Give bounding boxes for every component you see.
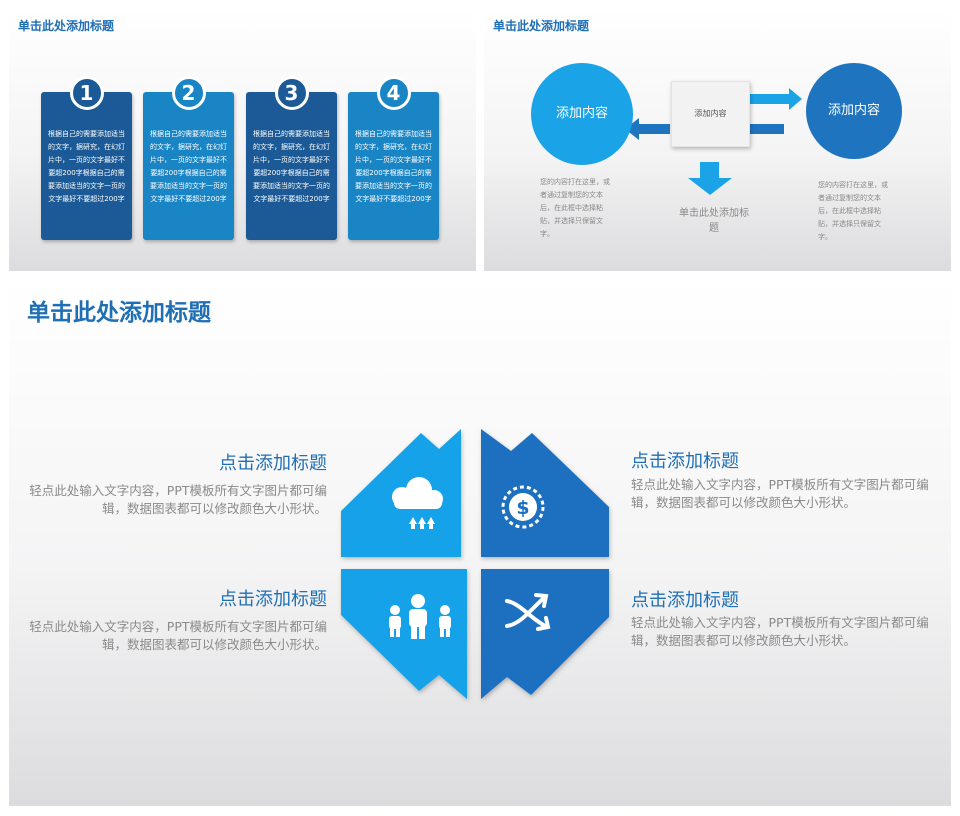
- card-1-number: 1: [69, 76, 104, 110]
- crossing-arrows-icon: [505, 593, 551, 631]
- left-circle[interactable]: 添加内容: [531, 63, 633, 165]
- card-2-text: 根据自己的需要添加适当的文字，据研究，在幻灯片中，一页的文字最好不要超200字根…: [150, 130, 227, 203]
- section-2-body[interactable]: 轻点此处输入文字内容，PPT模板所有文字图片都可编辑，数据图表都可以修改颜色大小…: [631, 477, 929, 510]
- section-1-title[interactable]: 点击添加标题: [219, 453, 327, 474]
- arrow-right: [746, 88, 802, 110]
- exchange-arrows: [625, 88, 802, 195]
- right-circle[interactable]: 添加内容: [806, 63, 902, 159]
- section-3-title[interactable]: 点击添加标题: [219, 589, 327, 610]
- right-note[interactable]: 您的内容打在这里，或者通过复制您的文本后，在此框中选择粘贴，并选择只保留文字。: [818, 181, 888, 241]
- arrow-left: [625, 118, 670, 140]
- card-4[interactable]: 4 根据自己的需要添加适当的文字，据研究，在幻灯片中，一页的文字最好不要超200…: [348, 76, 439, 240]
- slide-four-quadrants: 单击此处添加标题 点击添加标题 轻点此处输入文字内容，PPT模板所有文字图片都可…: [9, 279, 951, 806]
- dollar-coin-icon: $: [501, 485, 545, 529]
- quadrant-bottom-right: [481, 569, 609, 699]
- below-label[interactable]: 单击此处添加标题: [679, 208, 749, 234]
- card-2-number: 2: [171, 76, 206, 110]
- card-1-text: 根据自己的需要添加适当的文字，据研究，在幻灯片中，一页的文字最好不要超200字根…: [48, 130, 125, 203]
- quadrant-top-right: [481, 429, 609, 557]
- slide1-title[interactable]: 单击此处添加标题: [18, 19, 115, 33]
- card-3[interactable]: 3 根据自己的需要添加适当的文字，据研究，在幻灯片中，一页的文字最好不要超200…: [246, 76, 337, 240]
- slide2-title[interactable]: 单击此处添加标题: [493, 19, 590, 33]
- cloud-rain-icon: [392, 477, 443, 529]
- card-3-number: 3: [274, 76, 309, 110]
- section-2-title[interactable]: 点击添加标题: [631, 451, 739, 472]
- section-1-body[interactable]: 轻点此处输入文字内容，PPT模板所有文字图片都可编辑，数据图表都可以修改颜色大小…: [29, 483, 327, 516]
- section-4-body[interactable]: 轻点此处输入文字内容，PPT模板所有文字图片都可编辑，数据图表都可以修改颜色大小…: [631, 615, 929, 648]
- card-4-text: 根据自己的需要添加适当的文字，据研究，在幻灯片中，一页的文字最好不要超200字根…: [355, 130, 432, 203]
- svg-text:$: $: [516, 497, 529, 519]
- quadrant-bottom-left: [341, 569, 467, 699]
- arrow-down: [688, 162, 732, 195]
- slide-exchange-diagram: 单击此处添加标题 添加内容 添加内容 添加内容 您的内容打在这里，或者通过复制您…: [484, 10, 951, 271]
- card-3-text: 根据自己的需要添加适当的文字，据研究，在幻灯片中，一页的文字最好不要超200字根…: [253, 130, 330, 203]
- slide3-title[interactable]: 单击此处添加标题: [27, 300, 211, 326]
- left-note[interactable]: 您的内容打在这里，或者通过复制您的文本后，在此框中选择粘贴，并选择只保留文字。: [540, 178, 610, 238]
- card-4-number: 4: [376, 76, 411, 110]
- section-4-title[interactable]: 点击添加标题: [631, 590, 739, 611]
- card-2[interactable]: 2 根据自己的需要添加适当的文字，据研究，在幻灯片中，一页的文字最好不要超200…: [143, 76, 234, 240]
- slide-numbered-cards: 单击此处添加标题 1 根据自己的需要添加适当的文字，据研究，在幻灯片中，一页的文…: [9, 10, 476, 271]
- section-3-body[interactable]: 轻点此处输入文字内容，PPT模板所有文字图片都可编辑，数据图表都可以修改颜色大小…: [29, 619, 327, 652]
- family-icon: [389, 594, 451, 639]
- center-box[interactable]: 添加内容: [671, 81, 750, 147]
- card-1[interactable]: 1 根据自己的需要添加适当的文字，据研究，在幻灯片中，一页的文字最好不要超200…: [41, 76, 132, 240]
- arrow-left-tail: [748, 124, 784, 134]
- quadrant-diagram: $: [341, 429, 609, 699]
